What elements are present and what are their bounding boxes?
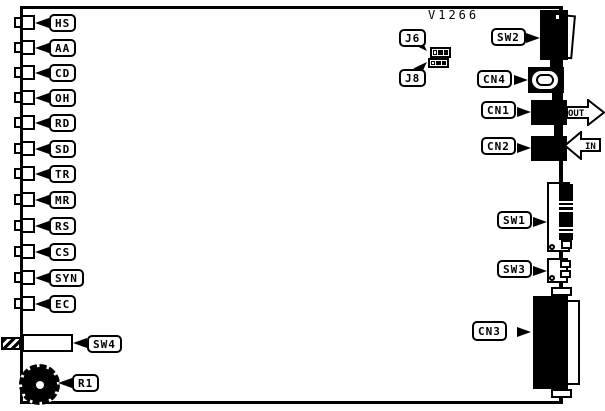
cn1-connector-body bbox=[531, 100, 567, 125]
led-syn-pointer bbox=[35, 273, 49, 283]
board-edge-jog-2 bbox=[552, 92, 562, 101]
led-label-cd: CD bbox=[49, 64, 77, 82]
led-label-rd: RD bbox=[49, 114, 77, 132]
board-edge-bottom bbox=[20, 401, 563, 404]
led-hs bbox=[21, 15, 35, 30]
led-oh bbox=[21, 90, 35, 105]
sw1-rocker-gap bbox=[559, 201, 573, 203]
led-label-aa: AA bbox=[49, 39, 77, 57]
led-label-syn: SYN bbox=[49, 269, 84, 287]
connector-label-cn3: CN3 bbox=[472, 321, 507, 341]
out-arrow-shape bbox=[566, 99, 605, 126]
switch-label-sw1: SW1 bbox=[497, 211, 532, 229]
sw2-pointer bbox=[526, 33, 540, 43]
led-syn bbox=[21, 270, 35, 285]
cn2-connector-body bbox=[531, 136, 567, 161]
led-tr-pointer bbox=[35, 169, 49, 179]
out-signal-arrow: OUT bbox=[566, 99, 605, 126]
potentiometer-label-r1: R1 bbox=[72, 374, 100, 392]
sw1-rocker-gap-2 bbox=[559, 205, 573, 207]
jumper-j6-shunt-cell bbox=[438, 50, 443, 55]
led-rs-pointer bbox=[35, 221, 49, 231]
sw1-position-marker bbox=[549, 244, 555, 250]
connector-label-cn2: CN2 bbox=[481, 137, 516, 155]
led-mr bbox=[21, 192, 35, 207]
sw2-mark bbox=[556, 15, 559, 19]
in-arrow-text: IN bbox=[585, 142, 596, 152]
led-aa bbox=[21, 40, 35, 55]
sw1-rocker-gap-5 bbox=[559, 231, 573, 233]
led-cs bbox=[21, 244, 35, 259]
led-aa-pointer bbox=[35, 43, 49, 53]
out-arrow-text: OUT bbox=[568, 109, 585, 119]
sw3-position-marker bbox=[549, 275, 555, 281]
jumper-j6-shunt-cell-2 bbox=[444, 50, 448, 55]
led-rs bbox=[21, 218, 35, 233]
sw3-tab-bottom bbox=[560, 270, 571, 278]
cn3-screw-tab-top bbox=[551, 287, 572, 296]
r1-pointer bbox=[58, 378, 72, 388]
led-cd-pointer bbox=[35, 68, 49, 78]
sw4-switch-body bbox=[22, 334, 73, 352]
cn4-inner-outline bbox=[536, 74, 554, 86]
led-sd bbox=[21, 141, 35, 156]
jumper-j8-block bbox=[428, 58, 449, 68]
led-label-rs: RS bbox=[49, 217, 77, 235]
cn3-connector-body bbox=[533, 296, 568, 389]
switch-label-sw4: SW4 bbox=[87, 335, 122, 353]
jumper-j8-open-cell bbox=[431, 61, 435, 65]
sw1-rocker-column bbox=[559, 184, 573, 240]
sw3-pointer bbox=[533, 266, 547, 276]
led-cs-pointer bbox=[35, 247, 49, 257]
cn3-pointer bbox=[517, 327, 531, 337]
led-label-oh: OH bbox=[49, 89, 77, 107]
version-label: V1266 bbox=[428, 8, 480, 22]
sw1-rocker-gap-4 bbox=[559, 227, 573, 229]
led-ec-pointer bbox=[35, 299, 49, 309]
sw4-shaft-hatched bbox=[1, 337, 21, 350]
led-cd bbox=[21, 65, 35, 80]
in-arrow-shape bbox=[564, 131, 601, 160]
led-label-tr: TR bbox=[49, 165, 77, 183]
jumper-j8-shunt-cell-2 bbox=[442, 61, 446, 65]
jumper-j6-open-cell bbox=[433, 50, 437, 55]
sw1-bottom-tab bbox=[561, 240, 572, 249]
connector-label-cn4: CN4 bbox=[477, 70, 512, 88]
led-label-hs: HS bbox=[49, 14, 77, 32]
board-edge-top bbox=[20, 6, 563, 9]
cn3-screw-tab-bottom bbox=[551, 389, 572, 398]
led-label-cs: CS bbox=[49, 243, 77, 261]
led-rd bbox=[21, 115, 35, 130]
jumper-label-j6: J6 bbox=[399, 29, 427, 47]
led-ec bbox=[21, 296, 35, 311]
jumper-j6-block bbox=[430, 47, 451, 58]
sw1-rocker-gap-3 bbox=[559, 210, 573, 212]
board-edge-jog-1 bbox=[550, 60, 563, 68]
led-label-ec: EC bbox=[49, 295, 77, 313]
sw2-switch-body bbox=[540, 10, 568, 60]
cn4-pointer bbox=[514, 75, 528, 85]
in-signal-arrow: IN bbox=[564, 131, 601, 160]
board-edge-jog-3 bbox=[554, 124, 563, 137]
sw3-tab-top bbox=[560, 260, 571, 268]
jumper-j8-shunt-cell bbox=[436, 61, 441, 65]
jumper-label-j8: J8 bbox=[399, 69, 427, 87]
led-hs-pointer bbox=[35, 18, 49, 28]
led-label-sd: SD bbox=[49, 140, 77, 158]
led-rd-pointer bbox=[35, 118, 49, 128]
led-sd-pointer bbox=[35, 144, 49, 154]
cn1-pointer bbox=[517, 107, 531, 117]
sw4-pointer bbox=[73, 338, 87, 348]
led-label-mr: MR bbox=[49, 191, 77, 209]
sw1-pointer bbox=[533, 217, 547, 227]
led-oh-pointer bbox=[35, 93, 49, 103]
cn2-pointer bbox=[517, 143, 531, 153]
switch-label-sw3: SW3 bbox=[497, 260, 532, 278]
led-mr-pointer bbox=[35, 195, 49, 205]
switch-label-sw2: SW2 bbox=[491, 28, 526, 46]
led-tr bbox=[21, 166, 35, 181]
r1-center-dot bbox=[36, 381, 44, 389]
connector-label-cn1: CN1 bbox=[481, 101, 516, 119]
